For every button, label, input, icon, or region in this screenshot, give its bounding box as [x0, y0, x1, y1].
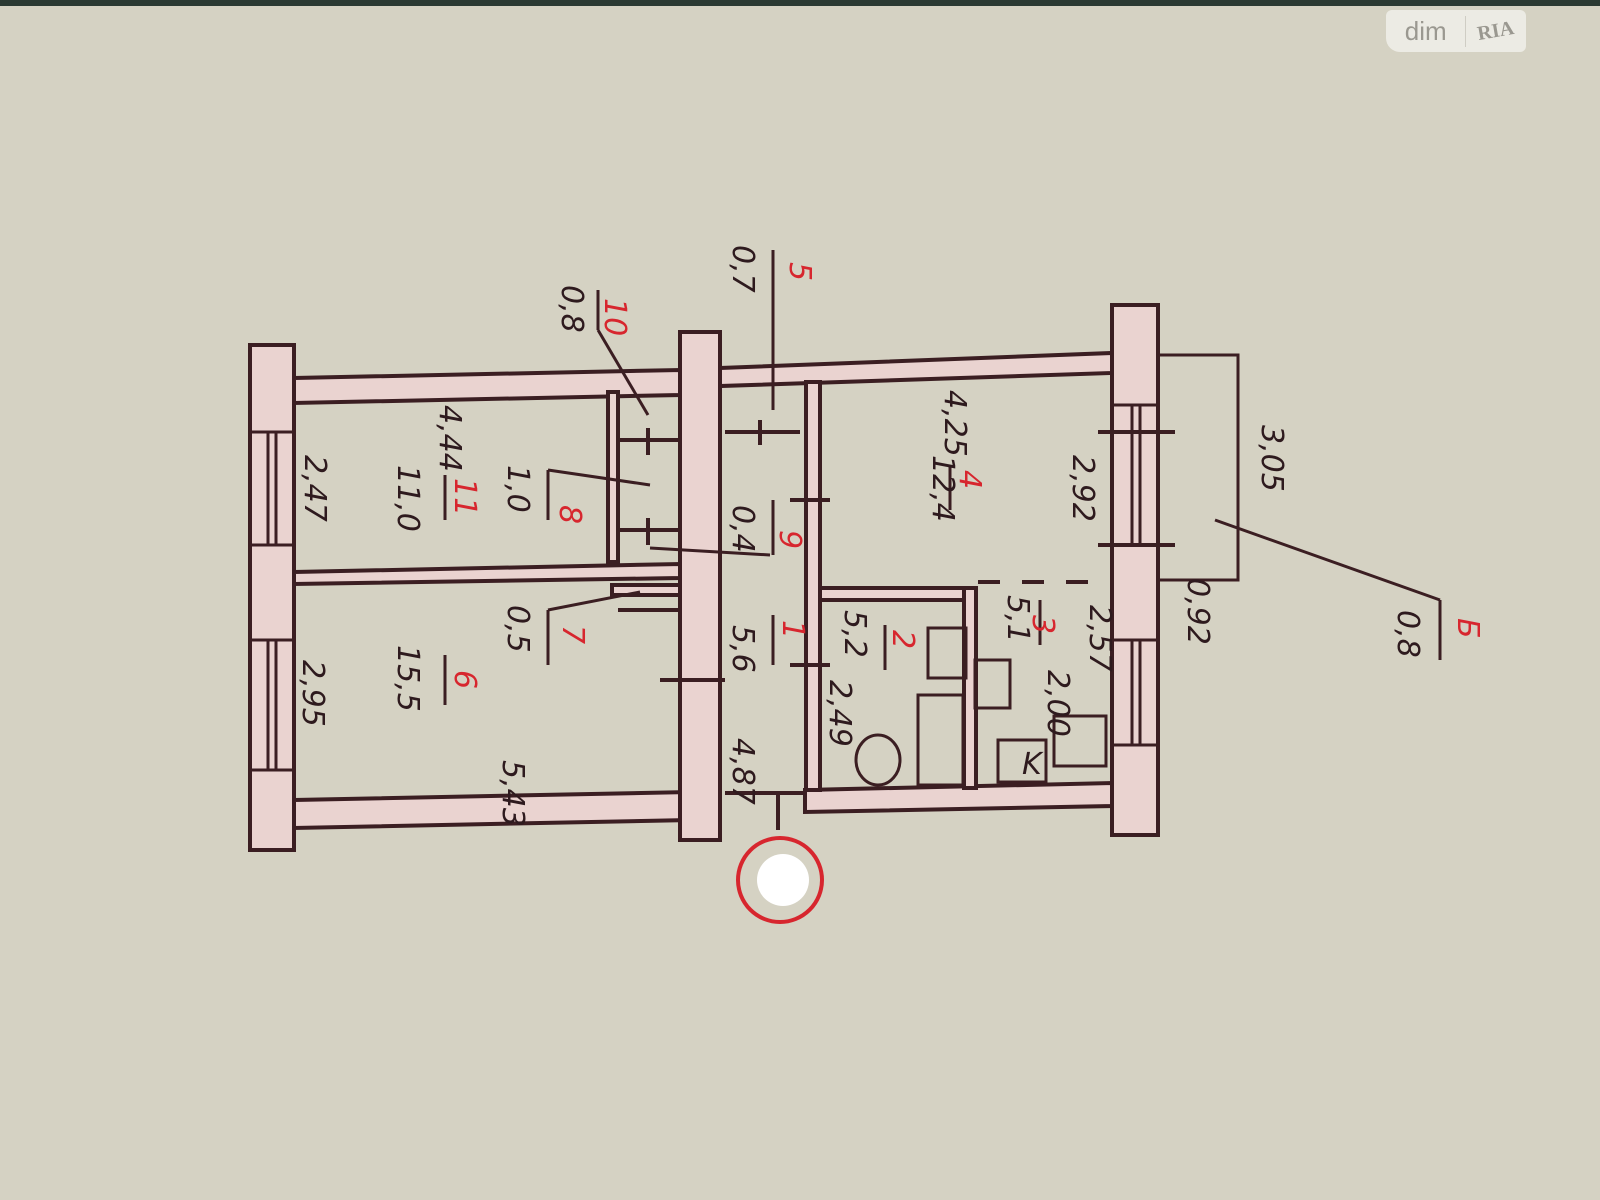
dim-2-57: 2,57: [1082, 605, 1117, 672]
dim-2-92: 2,92: [1065, 455, 1100, 522]
closet-wall-8: [606, 390, 620, 564]
stove-letter: K: [1022, 747, 1044, 782]
room-5-area: 0,7: [725, 245, 760, 293]
balcony-leader: [1214, 518, 1441, 602]
dim-2-00: 2,00: [1040, 670, 1075, 737]
photo-edge: [0, 0, 1600, 6]
room-3-area: 5,1: [1000, 595, 1035, 643]
room-2-number: 2: [885, 630, 920, 649]
area-fraction-lines: [443, 250, 1442, 705]
room-1-number: 1: [775, 620, 810, 639]
room-11-number: 11: [447, 478, 482, 516]
balcony-area: 0,8: [1390, 610, 1425, 658]
closet-wall-7: [610, 583, 682, 597]
labels: 4,44 2,47 11,0 11 1,0 8 0,8 10 0,7 5 0,4…: [295, 245, 1485, 827]
toilet-icon: [854, 733, 902, 787]
room-8-area: 1,0: [500, 465, 535, 513]
cooktop-icon: [1052, 714, 1108, 768]
dim-3-05: 3,05: [1254, 425, 1289, 492]
wall-bottom-left: [292, 789, 692, 831]
wall-top-left: [292, 367, 682, 406]
watermark-ria: RIA: [1476, 16, 1517, 45]
room-7-number: 7: [555, 625, 590, 644]
room-6-area: 15,5: [390, 645, 425, 712]
sink-icon: [926, 626, 968, 680]
room-5-number: 5: [782, 262, 817, 281]
balcony-outline: [1156, 353, 1240, 582]
entrance-dot: [757, 854, 809, 906]
wall-kitchen-corridor: [804, 380, 822, 792]
room-11-area: 11,0: [390, 465, 425, 532]
room-7-area: 0,5: [500, 605, 535, 653]
room-2-area: 5,2: [837, 610, 872, 658]
door-marks: [618, 420, 1175, 830]
wall-bathroom-top: [818, 586, 972, 602]
fixtures: [854, 626, 1108, 787]
dim-2-95: 2,95: [295, 660, 330, 727]
room-6-number: 6: [447, 670, 482, 689]
balcony-number: Б: [1450, 618, 1485, 639]
exterior-wall-left: [248, 343, 296, 852]
exterior-wall-right: [1110, 303, 1160, 837]
corridor-wall: [678, 330, 722, 842]
wall-bottom-right: [803, 780, 1114, 815]
stove-k-icon: [996, 738, 1048, 784]
dim-5-43: 5,43: [495, 760, 530, 827]
wall-room11-room6: [292, 561, 682, 587]
room-9-number: 9: [772, 530, 807, 549]
room-10-number: 10: [597, 298, 632, 336]
wall-top-right: [718, 350, 1114, 389]
dim-2-47: 2,47: [297, 455, 332, 522]
dim-4-87: 4,87: [725, 738, 760, 805]
dim-0-92: 0,92: [1180, 578, 1215, 645]
washbasin-icon: [973, 658, 1012, 710]
room-10-area: 0,8: [554, 285, 589, 333]
dimria-watermark: dim RIA: [1386, 10, 1526, 52]
entrance-marker[interactable]: [736, 836, 824, 924]
bathtub-icon: [916, 693, 965, 787]
room-9-area: 0,4: [725, 505, 760, 553]
room-1-area: 5,6: [725, 625, 760, 673]
room-4-area: 12,4: [925, 455, 960, 522]
watermark-dim: dim: [1386, 15, 1467, 47]
room-8-number: 8: [552, 505, 587, 524]
room-4-number: 4: [952, 470, 987, 489]
room-3-number: 3: [1025, 615, 1060, 634]
dim-4-44: 4,44: [432, 405, 467, 472]
dim-4-25: 4,25: [937, 390, 972, 457]
dim-2-49: 2,49: [822, 680, 857, 747]
